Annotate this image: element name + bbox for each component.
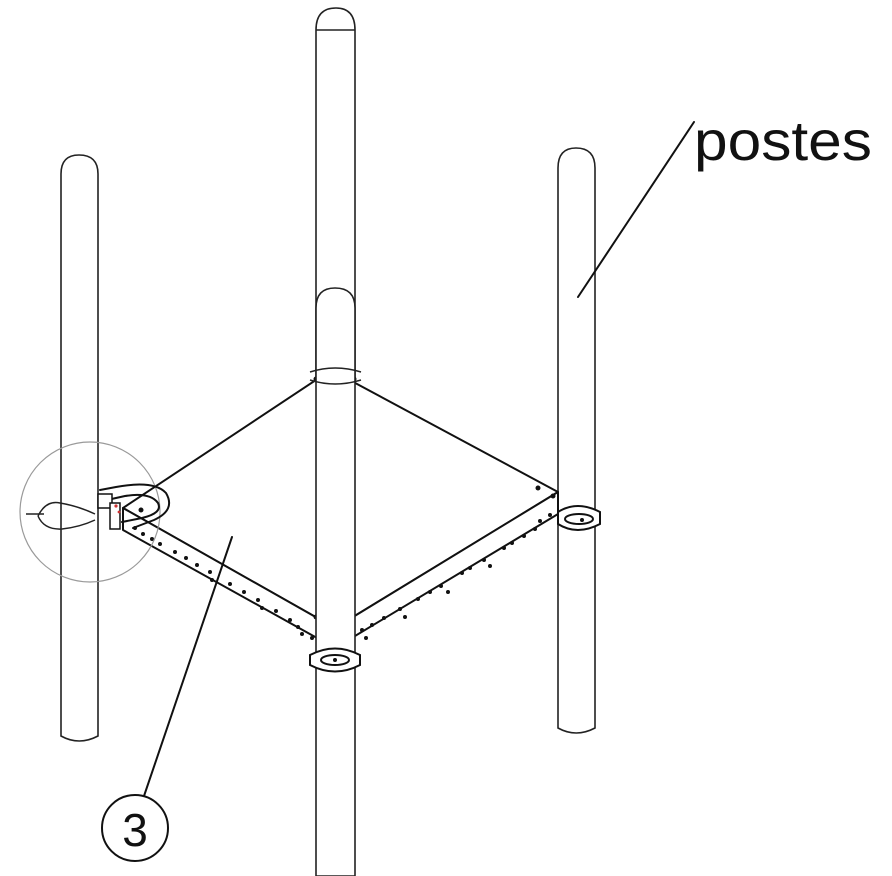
magnified-clamp-detail-icon [19, 441, 170, 583]
clamp-right [557, 505, 601, 531]
platform-left-band-holes [133, 526, 314, 640]
posts-callout-label: postes [694, 109, 872, 172]
post-left [60, 154, 99, 742]
part-number-balloon: 3 [101, 794, 169, 862]
post-back-center [315, 7, 356, 381]
leader-part-3 [143, 536, 233, 797]
leader-postes [577, 121, 695, 298]
platform-right-band-holes [360, 513, 552, 640]
clamp-front [309, 647, 361, 673]
post-right [557, 147, 596, 734]
part-number-label: 3 [122, 804, 148, 856]
post-front-center [309, 287, 362, 876]
